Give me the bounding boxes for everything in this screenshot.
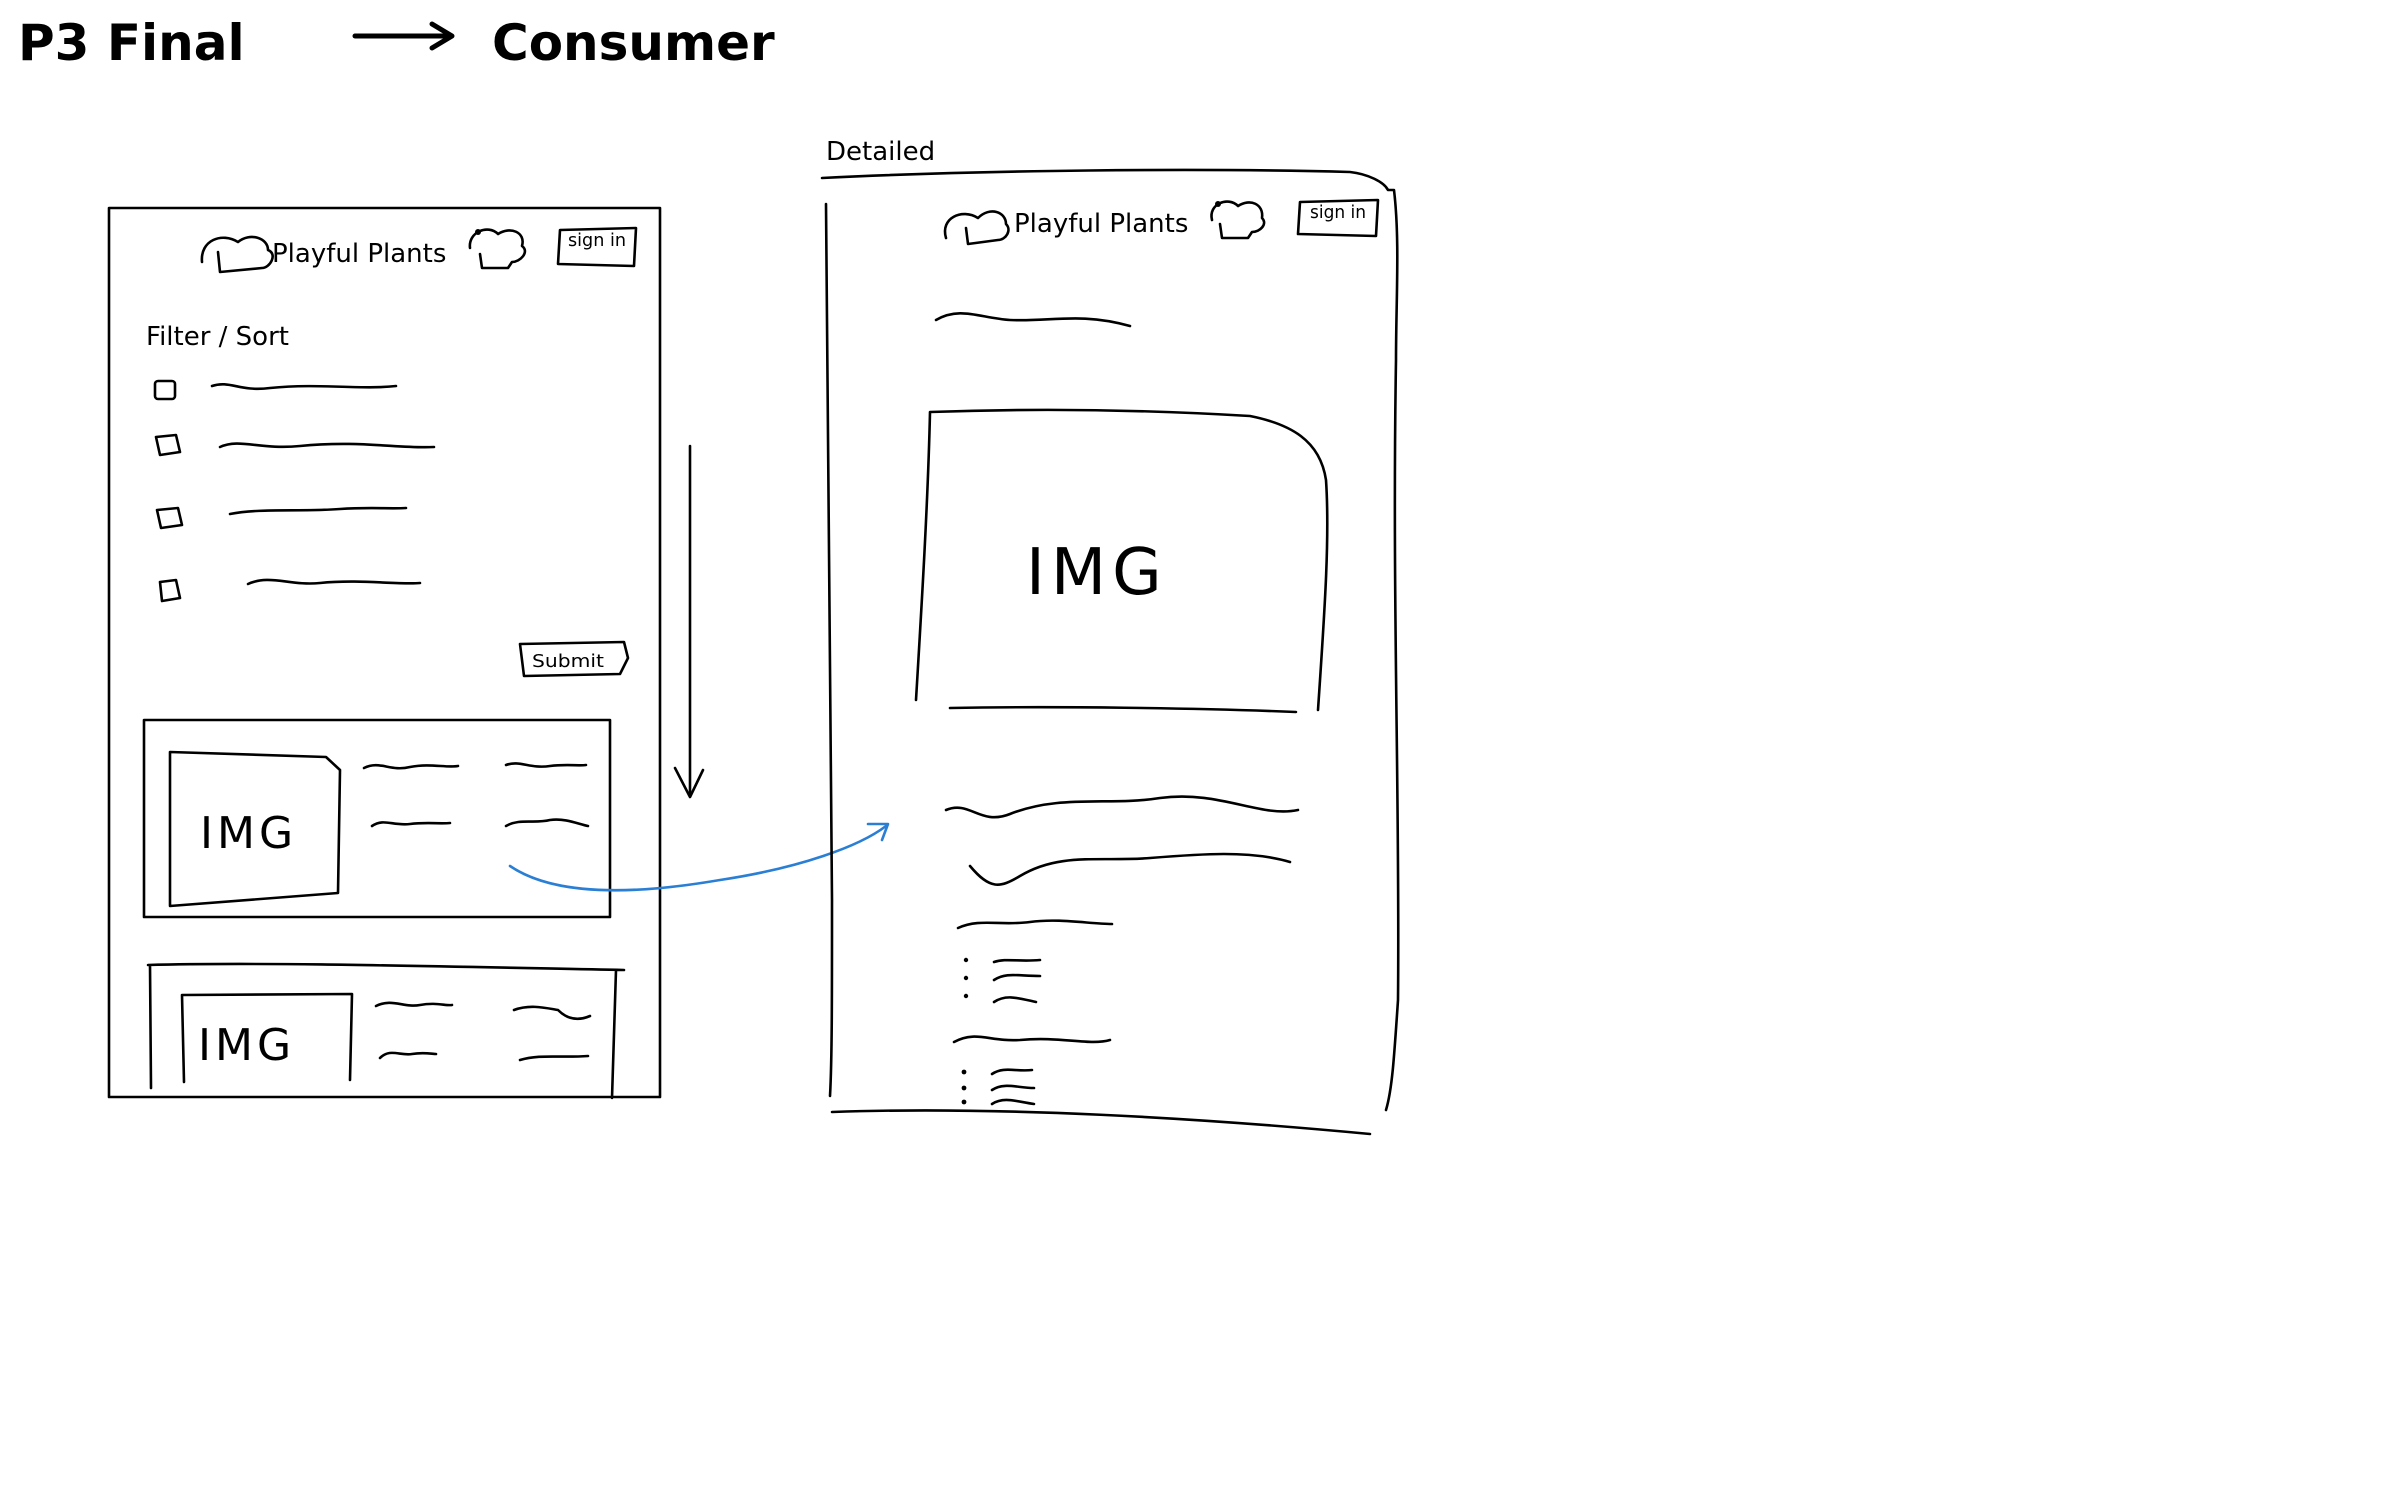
result-card-2-img-label: IMG [198,1020,295,1071]
sign-in-label: sign in [1310,202,1366,223]
sign-in-button[interactable]: sign in [556,226,638,268]
filter-option-line-4 [246,578,422,586]
plant-pot-icon-left [200,235,274,274]
list-page-frame [107,206,662,1099]
filter-checkbox-1[interactable] [153,379,177,401]
filter-option-line-1 [210,382,398,391]
filter-checkbox-4[interactable] [158,578,182,603]
result-card-1-line-a [362,763,460,770]
detail-heading: Detailed [826,137,935,167]
filter-option-4[interactable] [158,578,422,603]
detail-page-frame-right [820,168,1400,1112]
detail-page-wireframe: Detailed Playful Plants sign in IM [820,137,1400,1136]
list-brand: Playful Plants [272,239,446,269]
result-card-2-frame[interactable] [146,962,626,1100]
filter-option-2[interactable] [154,433,436,457]
title-group: P3 Final Consumer [18,14,775,72]
detail-desc-line-3 [956,919,1114,930]
filter-option-3[interactable] [155,506,408,530]
result-card-1-frame[interactable] [142,718,612,919]
scroll-down-arrow-icon [673,444,705,799]
detail-title-line [934,312,1132,328]
submit-label: Submit [532,651,604,672]
result-card-1-line-b [504,762,588,768]
list-page-wireframe: Playful Plants sign in Filter / Sort [107,206,662,1100]
detail-bullet-line-1b [992,973,1042,982]
result-card-1-img-label: IMG [200,808,297,859]
title-arrow-icon [352,21,455,51]
detail-bullet-line-1a [992,958,1042,964]
result-card-2-image [180,992,354,1084]
filter-checkbox-2[interactable] [154,433,182,457]
title-left: P3 Final [18,14,245,72]
detail-main-image-caption-line [948,705,1298,714]
result-card-1-image [168,750,342,908]
filter-sort-label: Filter / Sort [146,322,289,352]
detail-page-frame-left [824,202,834,1098]
list-header: Playful Plants sign in [200,226,638,274]
plant-pot-icon-right [468,228,527,270]
detail-desc-line-1 [944,795,1300,819]
result-card-2-line-c [378,1051,438,1060]
filter-option-line-3 [228,506,408,516]
detail-main-image: IMG [914,408,1329,714]
detail-bullet-line-2a [990,1068,1034,1076]
detail-bullet-list-2 [961,1068,1036,1106]
filter-option-1[interactable] [153,379,398,401]
result-card-2-line-a [374,1001,454,1008]
detail-bullet-line-2c [990,1098,1036,1106]
detail-desc-line-2 [968,852,1292,886]
filter-option-line-2 [218,442,436,449]
plant-pot-icon-left [943,210,1010,246]
title-right: Consumer [492,14,775,72]
detail-main-image-frame [914,408,1329,712]
flow-arrow-icon [508,822,890,892]
detail-desc-line-4 [952,1035,1112,1044]
result-card-2-line-d [518,1054,590,1062]
detail-bullet-line-2b [990,1084,1036,1092]
detail-main-img-label: IMG [1026,536,1168,610]
filter-checkbox-3[interactable] [155,506,184,530]
detail-header: Playful Plants sign in [943,198,1380,246]
plant-pot-icon-right [1210,200,1266,240]
sign-in-button[interactable]: sign in [1296,198,1380,238]
result-card-1-line-d [504,818,590,828]
result-card-1[interactable]: IMG [142,718,612,919]
sign-in-label: sign in [568,230,626,251]
result-card-2[interactable]: IMG [146,962,626,1100]
result-card-1-line-c [370,821,452,828]
detail-bullet-line-1c [992,996,1038,1004]
submit-button[interactable]: Submit [518,640,630,678]
detail-bullet-list-1 [963,957,1042,1004]
detail-brand: Playful Plants [1014,209,1188,239]
result-card-2-line-b [512,1005,592,1021]
detail-page-frame-bottom [830,1109,1372,1136]
